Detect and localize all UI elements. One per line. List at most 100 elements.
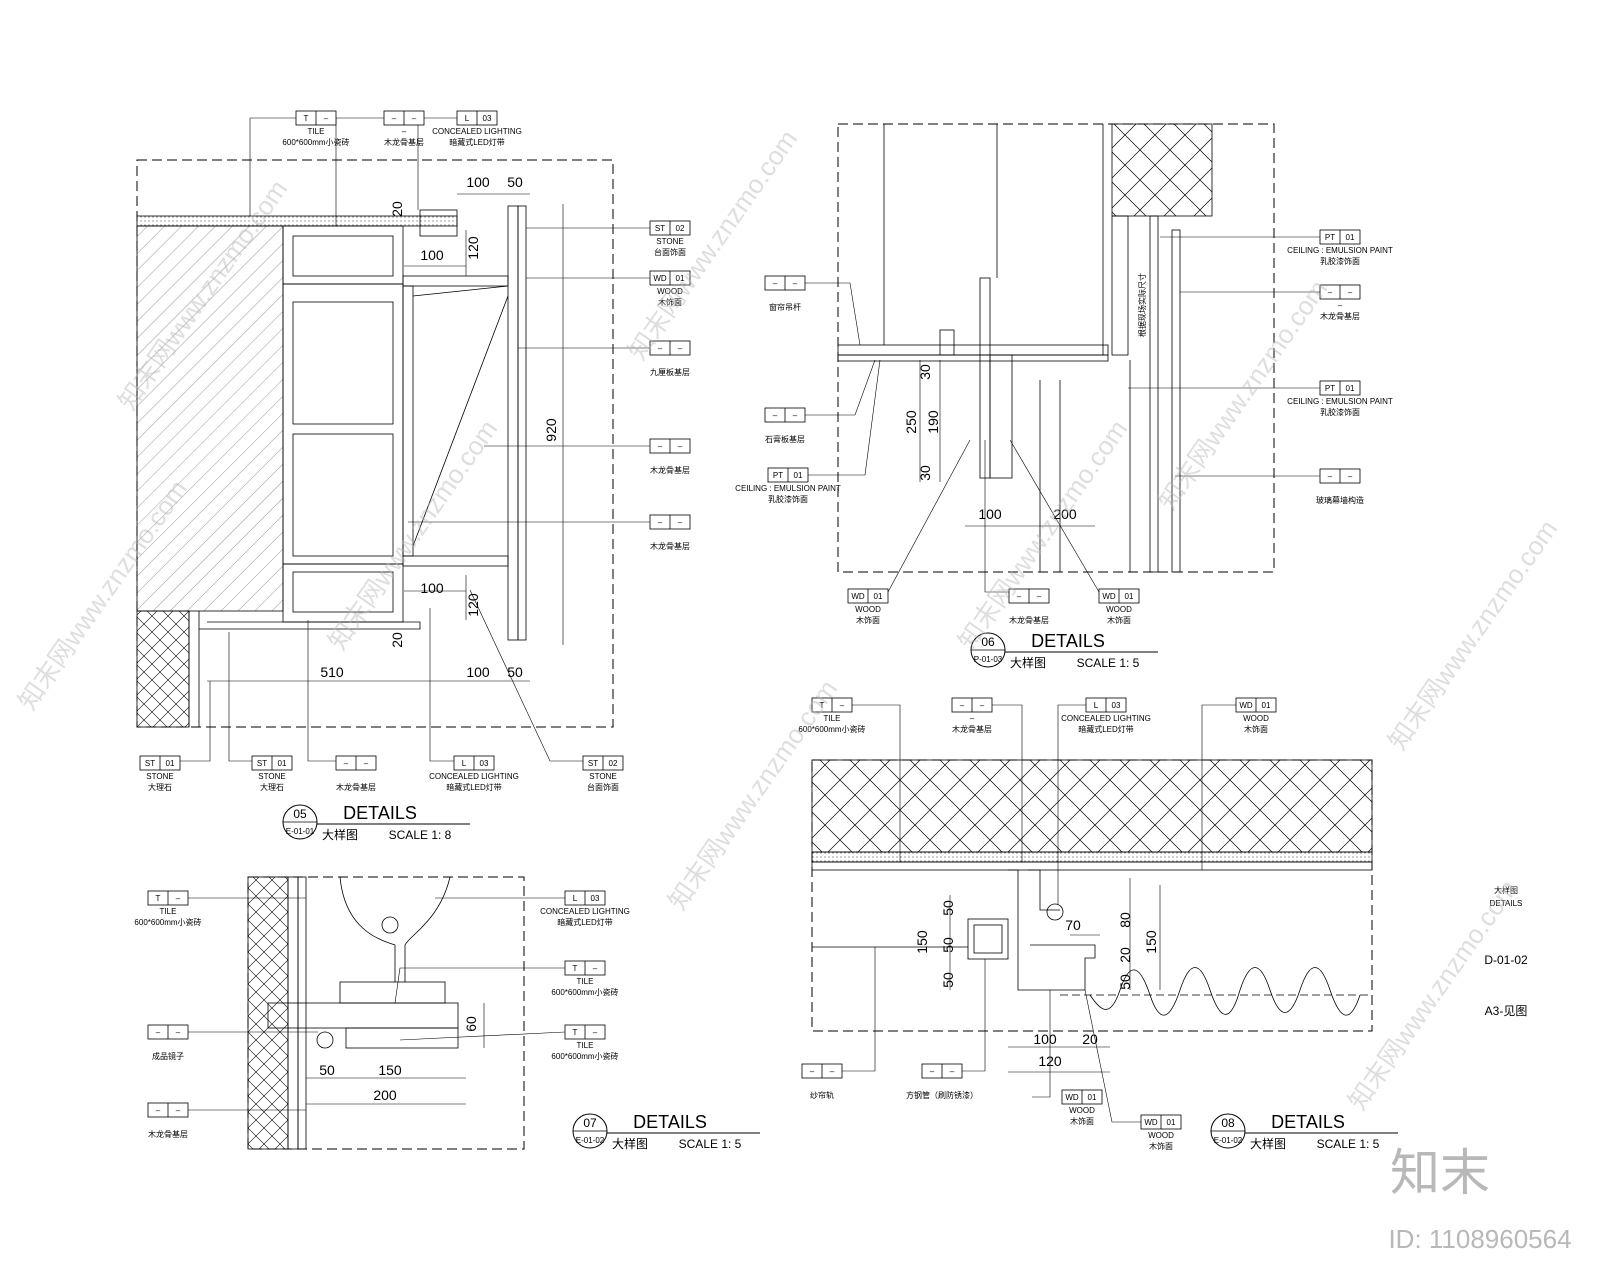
detail-05-dim-10: 510 bbox=[320, 664, 344, 680]
detail-05-title-block-scale: SCALE 1: 8 bbox=[389, 828, 452, 842]
detail-06-tag-5-code: – bbox=[1328, 288, 1333, 297]
detail-08-dim-9: 50 bbox=[1117, 974, 1133, 990]
detail-07-tag-6-cn: 木龙骨基层 bbox=[148, 1129, 188, 1139]
detail-07-dim-2: 50 bbox=[319, 1062, 335, 1078]
detail-05-tag-3-cn: 暗藏式LED灯带 bbox=[449, 137, 505, 147]
detail-06-dim-6: 200 bbox=[1053, 506, 1077, 522]
detail-07-tag-5-code: T bbox=[573, 1028, 578, 1037]
detail-05-tag-6-code: – bbox=[658, 344, 663, 353]
detail-08-tag-5-code: – bbox=[810, 1067, 815, 1076]
detail-07-tag-3-num: – bbox=[593, 964, 598, 973]
watermark-2: 知末网www.znzmo.com bbox=[622, 124, 803, 365]
detail-05-tag-3-en: CONCEALED LIGHTING bbox=[432, 127, 522, 136]
detail-05-tag-1-cn: 600*600mm小瓷砖 bbox=[282, 137, 349, 147]
detail-05-tag-12-num: 03 bbox=[480, 759, 489, 768]
detail-06-tag-4-en: CEILING : EMULSION PAINT bbox=[1287, 246, 1393, 255]
detail-05-tag-9-code: ST bbox=[145, 759, 155, 768]
detail-06-tag-7-code: – bbox=[1328, 472, 1333, 481]
detail-06-dim-4: 30 bbox=[917, 465, 933, 481]
detail-06 bbox=[805, 123, 1320, 593]
detail-06-tag-8-code: WD bbox=[851, 592, 865, 601]
detail-06-tag-3-cn: 乳胶漆饰面 bbox=[768, 494, 808, 504]
detail-08-dim-2: 50 bbox=[940, 937, 956, 953]
detail-05-tag-12-en: CONCEALED LIGHTING bbox=[429, 772, 519, 781]
detail-06-tag-4-cn: 乳胶漆饰面 bbox=[1320, 256, 1360, 266]
detail-08-dim-10: 100 bbox=[1033, 1031, 1057, 1047]
watermark-9: 知末网www.znzmo.com bbox=[12, 474, 193, 715]
detail-05-title-block-cn: 大样图 bbox=[322, 827, 358, 842]
detail-07-dim-4: 200 bbox=[373, 1087, 397, 1103]
detail-06-tag-6-cn: 乳胶漆饰面 bbox=[1320, 407, 1360, 417]
watermark-4: 知末网www.znzmo.com bbox=[662, 674, 843, 915]
detail-07-tag-5-en: TILE bbox=[577, 1041, 594, 1050]
watermark-8: 知末网www.znzmo.com bbox=[1342, 874, 1523, 1115]
side-note-2: DETAILS bbox=[1490, 899, 1523, 908]
detail-06-title-block-number: 06 bbox=[981, 635, 995, 649]
detail-05-tag-8-cn: 木龙骨基层 bbox=[650, 541, 690, 551]
detail-05-dim-3: 20 bbox=[389, 201, 405, 217]
detail-06-tag-2-cn: 石膏板基层 bbox=[765, 434, 805, 444]
detail-08-tag-1-en: TILE bbox=[824, 714, 841, 723]
detail-06-tag-5-en: – bbox=[1338, 301, 1343, 310]
detail-07-dim-3: 150 bbox=[378, 1062, 402, 1078]
detail-08-tag-1-cn: 600*600mm小瓷砖 bbox=[798, 724, 865, 734]
detail-08-tag-1-num: – bbox=[840, 701, 845, 710]
detail-06-tag-9-code: – bbox=[1017, 592, 1022, 601]
detail-07-tag-3-cn: 600*600mm小瓷砖 bbox=[551, 987, 618, 997]
detail-08-tag-2-en: – bbox=[970, 714, 975, 723]
detail-06-tag-3-en: CEILING : EMULSION PAINT bbox=[735, 484, 841, 493]
detail-07-dim-1: 60 bbox=[463, 1016, 479, 1032]
detail-05-tag-2-en: – bbox=[402, 127, 407, 136]
detail-06-tag-10-en: WOOD bbox=[1106, 605, 1132, 614]
detail-05-tag-13-code: ST bbox=[588, 759, 598, 768]
side-note-1: 大样图 bbox=[1494, 885, 1518, 895]
detail-05-dim-2: 50 bbox=[507, 174, 523, 190]
watermark-6: 知末网www.znzmo.com bbox=[1152, 274, 1333, 515]
detail-06-dim-3: 190 bbox=[925, 410, 941, 434]
detail-05-tag-9-en: STONE bbox=[146, 772, 173, 781]
detail-05-title-block-sheet: E-01-01 bbox=[286, 827, 315, 836]
side-note-4: A3-见图 bbox=[1485, 1004, 1528, 1018]
detail-05 bbox=[136, 117, 650, 762]
detail-08-title-block-title: DETAILS bbox=[1271, 1112, 1345, 1132]
detail-08-tag-4-code: WD bbox=[1239, 701, 1253, 710]
detail-07-title-block-sheet: E-01-02 bbox=[576, 1136, 605, 1145]
detail-08-tag-4-en: WOOD bbox=[1243, 714, 1269, 723]
detail-07-tag-2-code: L bbox=[573, 894, 578, 903]
detail-08-tag-4-num: 01 bbox=[1262, 701, 1271, 710]
detail-08-tag-7-code: WD bbox=[1065, 1093, 1079, 1102]
detail-05-tag-3-num: 03 bbox=[483, 114, 492, 123]
detail-06-tag-1-cn: 窗帘吊杆 bbox=[769, 302, 801, 312]
detail-08 bbox=[802, 704, 1373, 1123]
detail-06-tag-5-cn: 木龙骨基层 bbox=[1320, 311, 1360, 321]
detail-08-dim-7: 20 bbox=[1117, 947, 1133, 963]
detail-06-tag-10-cn: 木饰面 bbox=[1107, 615, 1131, 625]
detail-06-tag-1-num: – bbox=[793, 279, 798, 288]
detail-07-tag-5-cn: 600*600mm小瓷砖 bbox=[551, 1051, 618, 1061]
detail-08-dim-3: 150 bbox=[914, 930, 930, 954]
detail-07-tag-1-code: T bbox=[156, 894, 161, 903]
detail-07-title-block-number: 07 bbox=[583, 1116, 597, 1130]
detail-05-dim-7: 100 bbox=[420, 580, 444, 596]
detail-05-tag-10-en: STONE bbox=[258, 772, 285, 781]
detail-05-tag-12-cn: 暗藏式LED灯带 bbox=[446, 782, 502, 792]
detail-05-tag-7-num: – bbox=[678, 442, 683, 451]
detail-05-dim-11: 100 bbox=[466, 664, 490, 680]
detail-05-title-block-number: 05 bbox=[293, 807, 307, 821]
watermark-1: 知末网www.znzmo.com bbox=[112, 174, 293, 415]
detail-07-tag-2-cn: 暗藏式LED灯带 bbox=[557, 917, 613, 927]
detail-07-tag-3-en: TILE bbox=[577, 977, 594, 986]
detail-08-dim-1: 50 bbox=[940, 900, 956, 916]
detail-05-tag-11-cn: 木龙骨基层 bbox=[336, 782, 376, 792]
detail-05-dim-8: 120 bbox=[465, 593, 481, 617]
detail-07-title-block-cn: 大样图 bbox=[612, 1136, 648, 1151]
detail-07-tag-6-num: – bbox=[176, 1106, 181, 1115]
detail-06-tag-10-code: WD bbox=[1102, 592, 1116, 601]
detail-08-tag-1-code: T bbox=[820, 701, 825, 710]
detail-06-tag-3-num: 01 bbox=[794, 471, 803, 480]
detail-07-title-block-title: DETAILS bbox=[633, 1112, 707, 1132]
detail-06-tag-1-code: – bbox=[773, 279, 778, 288]
detail-05-tag-4-en: STONE bbox=[656, 237, 683, 246]
detail-07-title-block-scale: SCALE 1: 5 bbox=[679, 1137, 742, 1151]
